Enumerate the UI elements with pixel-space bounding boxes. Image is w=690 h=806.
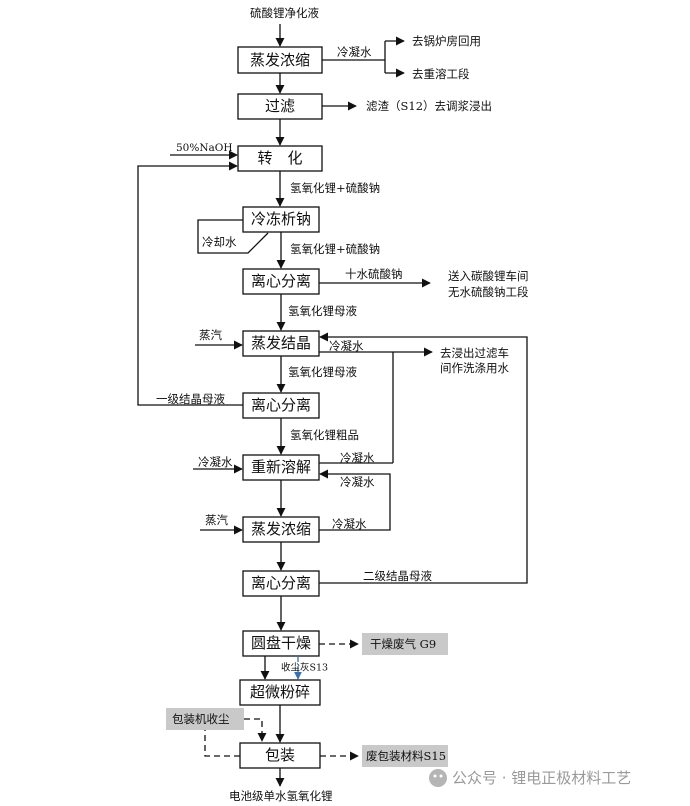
- condensate-label-4: 冷凝水: [198, 455, 233, 469]
- steam-label-2: 蒸汽: [205, 513, 228, 527]
- step-evaporation-2-label: 蒸发浓缩: [251, 520, 311, 538]
- lioh-mother-label-1: 氢氧化锂母液: [288, 304, 357, 318]
- emission-dry-gas-label: 干燥废气 G9: [370, 637, 436, 651]
- step-centrifuge-1-label: 离心分离: [251, 272, 311, 290]
- wechat-icon: [429, 769, 447, 787]
- condensate-label-2: 冷凝水: [329, 339, 364, 353]
- pack-dust-return: [244, 718, 267, 742]
- step-centrifuge-3: 离心分离: [242, 570, 320, 597]
- to-leach-label-2: 间作洗涤用水: [440, 361, 509, 375]
- condensate-label-6: 冷凝水: [332, 517, 367, 531]
- input-label: 硫酸锂净化液: [250, 6, 319, 20]
- step-disc-drying-label: 圆盘干燥: [251, 634, 311, 652]
- condensate-label-5: 冷凝水: [340, 475, 375, 489]
- cooling-water-label: 冷却水: [202, 235, 237, 249]
- to-boiler-label: 去锅炉房回用: [412, 34, 481, 48]
- secondary-mother-label: 二级结晶母液: [363, 569, 432, 583]
- step-filtration: 过滤: [237, 93, 323, 120]
- emission-waste-pack: 废包装材料S15: [362, 745, 448, 767]
- steam-label-1: 蒸汽: [199, 328, 222, 342]
- step-evaporation-1-label: 蒸发浓缩: [250, 51, 310, 69]
- emission-waste-pack-label: 废包装材料S15: [366, 749, 446, 763]
- emission-dry-gas: 干燥废气 G9: [362, 633, 448, 655]
- step-redissolve-label: 重新溶解: [251, 458, 311, 476]
- primary-mother-recycle: [137, 161, 243, 406]
- step-packaging: 包装: [239, 742, 321, 769]
- crude-label: 氢氧化锂粗品: [290, 428, 359, 442]
- emission-pack-dust: 包装机收尘: [166, 708, 244, 730]
- step-freezing-label: 冷冻析钠: [251, 210, 311, 228]
- lioh-mother-label-2: 氢氧化锂母液: [288, 365, 357, 379]
- step-evap-crystallization: 蒸发结晶: [242, 330, 320, 357]
- condensate-return-loop: [319, 469, 391, 531]
- secondary-mother-recycle: [319, 332, 528, 584]
- step-conversion-label: 转 化: [257, 149, 302, 167]
- step-freezing: 冷冻析钠: [242, 206, 320, 233]
- step-centrifuge-2: 离心分离: [242, 392, 320, 419]
- to-redissolve-label: 去重溶工段: [412, 67, 470, 81]
- residue-label: 滤渣（S12）去调浆浸出: [366, 99, 492, 113]
- step-centrifuge-1: 离心分离: [242, 268, 320, 295]
- output-label: 电池级单水氢氧化锂: [229, 789, 333, 803]
- glauber-label: 十水硫酸钠: [345, 267, 403, 281]
- to-carbonate-label-1: 送入碳酸锂车间: [448, 269, 529, 283]
- to-leach-label-1: 去浸出过滤车: [440, 346, 509, 360]
- step-redissolve: 重新溶解: [242, 454, 320, 481]
- step-ultrafine-milling: 超微粉碎: [239, 679, 321, 706]
- pack-dust-line: [204, 730, 240, 757]
- to-carbonate-label-2: 无水硫酸钠工段: [448, 285, 529, 299]
- cooling-water-loop: [197, 219, 269, 254]
- watermark: 公众号 · 锂电正极材料工艺: [429, 769, 631, 787]
- step-packaging-label: 包装: [265, 746, 295, 764]
- step-conversion: 转 化: [237, 145, 323, 172]
- lioh-na2so4-label-2: 氢氧化锂+硫酸钠: [290, 242, 380, 256]
- dust-label: 收尘灰S13: [281, 662, 328, 674]
- step-disc-drying: 圆盘干燥: [242, 630, 320, 657]
- naoh-label: 50%NaOH: [176, 142, 233, 154]
- step-centrifuge-3-label: 离心分离: [251, 574, 311, 592]
- emission-pack-dust-label: 包装机收尘: [172, 712, 230, 726]
- condensate-label-1: 冷凝水: [337, 45, 372, 59]
- step-evaporation-1: 蒸发浓缩: [237, 46, 323, 74]
- step-ultrafine-milling-label: 超微粉碎: [250, 683, 310, 701]
- step-filtration-label: 过滤: [265, 97, 295, 115]
- watermark-text: 公众号 · 锂电正极材料工艺: [452, 769, 631, 787]
- primary-mother-label: 一级结晶母液: [156, 392, 225, 406]
- step-evaporation-2: 蒸发浓缩: [242, 516, 320, 543]
- step-evap-crystallization-label: 蒸发结晶: [251, 334, 311, 352]
- lioh-na2so4-label-1: 氢氧化锂+硫酸钠: [290, 181, 380, 195]
- condensate-label-3: 冷凝水: [340, 451, 375, 465]
- step-centrifuge-2-label: 离心分离: [251, 396, 311, 414]
